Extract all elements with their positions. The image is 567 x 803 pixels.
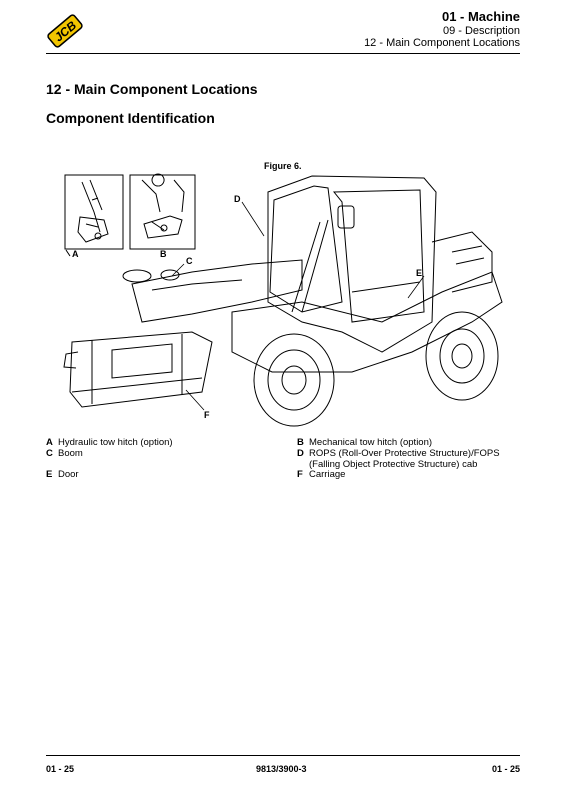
legend-item-c: C Boom bbox=[46, 448, 83, 459]
footer-page-left: 01 - 25 bbox=[46, 764, 75, 774]
callout-a: A bbox=[72, 249, 79, 259]
inset-a-hydraulic-hitch bbox=[64, 174, 124, 257]
legend-text: Boom bbox=[58, 448, 83, 459]
rear-wheel bbox=[425, 311, 499, 401]
callout-c: C bbox=[186, 256, 193, 266]
chassis bbox=[231, 231, 503, 373]
jcb-logo: JCB bbox=[47, 14, 83, 48]
header-chapter: 09 - Description bbox=[442, 25, 520, 37]
header-topic: 12 - Main Component Locations bbox=[364, 37, 520, 49]
legend-key: D bbox=[297, 448, 304, 459]
legend-text: Door bbox=[58, 469, 79, 480]
front-wheel bbox=[253, 333, 335, 427]
callout-e: E bbox=[416, 268, 422, 278]
page-title: 12 - Main Component Locations bbox=[46, 81, 258, 97]
legend-text-continued: (Falling Object Protective Structure) ca… bbox=[309, 459, 478, 470]
legend-item-f: F Carriage bbox=[297, 469, 345, 480]
callout-d: D bbox=[234, 194, 241, 204]
header-section: 01 - Machine bbox=[441, 9, 520, 24]
figure-caption: Figure 6. bbox=[264, 161, 302, 171]
legend-item-a: A Hydraulic tow hitch (option) bbox=[46, 437, 173, 448]
inset-b-mechanical-hitch bbox=[129, 173, 196, 250]
legend-key: F bbox=[297, 469, 303, 480]
page-subtitle: Component Identification bbox=[46, 110, 215, 126]
header-rule bbox=[46, 53, 520, 54]
legend-text: Hydraulic tow hitch (option) bbox=[58, 437, 173, 448]
legend-item-d: D ROPS (Roll-Over Protective Structure)/F… bbox=[297, 448, 500, 470]
telehandler-figure: A B C D E F bbox=[63, 173, 503, 427]
legend-key: E bbox=[46, 469, 53, 480]
callout-b: B bbox=[160, 249, 167, 259]
callout-f: F bbox=[204, 410, 210, 420]
boom bbox=[122, 259, 303, 323]
carriage bbox=[63, 331, 213, 408]
legend-text: ROPS (Roll-Over Protective Structure)/FO… bbox=[309, 448, 500, 459]
legend-text: Carriage bbox=[309, 469, 346, 480]
legend-key: A bbox=[46, 437, 53, 448]
legend-key: B bbox=[297, 437, 304, 448]
legend-item-b: B Mechanical tow hitch (option) bbox=[297, 437, 432, 448]
footer-rule bbox=[46, 755, 520, 756]
legend-text: Mechanical tow hitch (option) bbox=[309, 437, 433, 448]
footer-page-right: 01 - 25 bbox=[491, 764, 520, 774]
cab bbox=[267, 175, 437, 353]
legend-key: C bbox=[46, 448, 53, 459]
legend-item-e: E Door bbox=[46, 469, 79, 480]
footer-doc-number: 9813/3900-3 bbox=[256, 764, 307, 774]
